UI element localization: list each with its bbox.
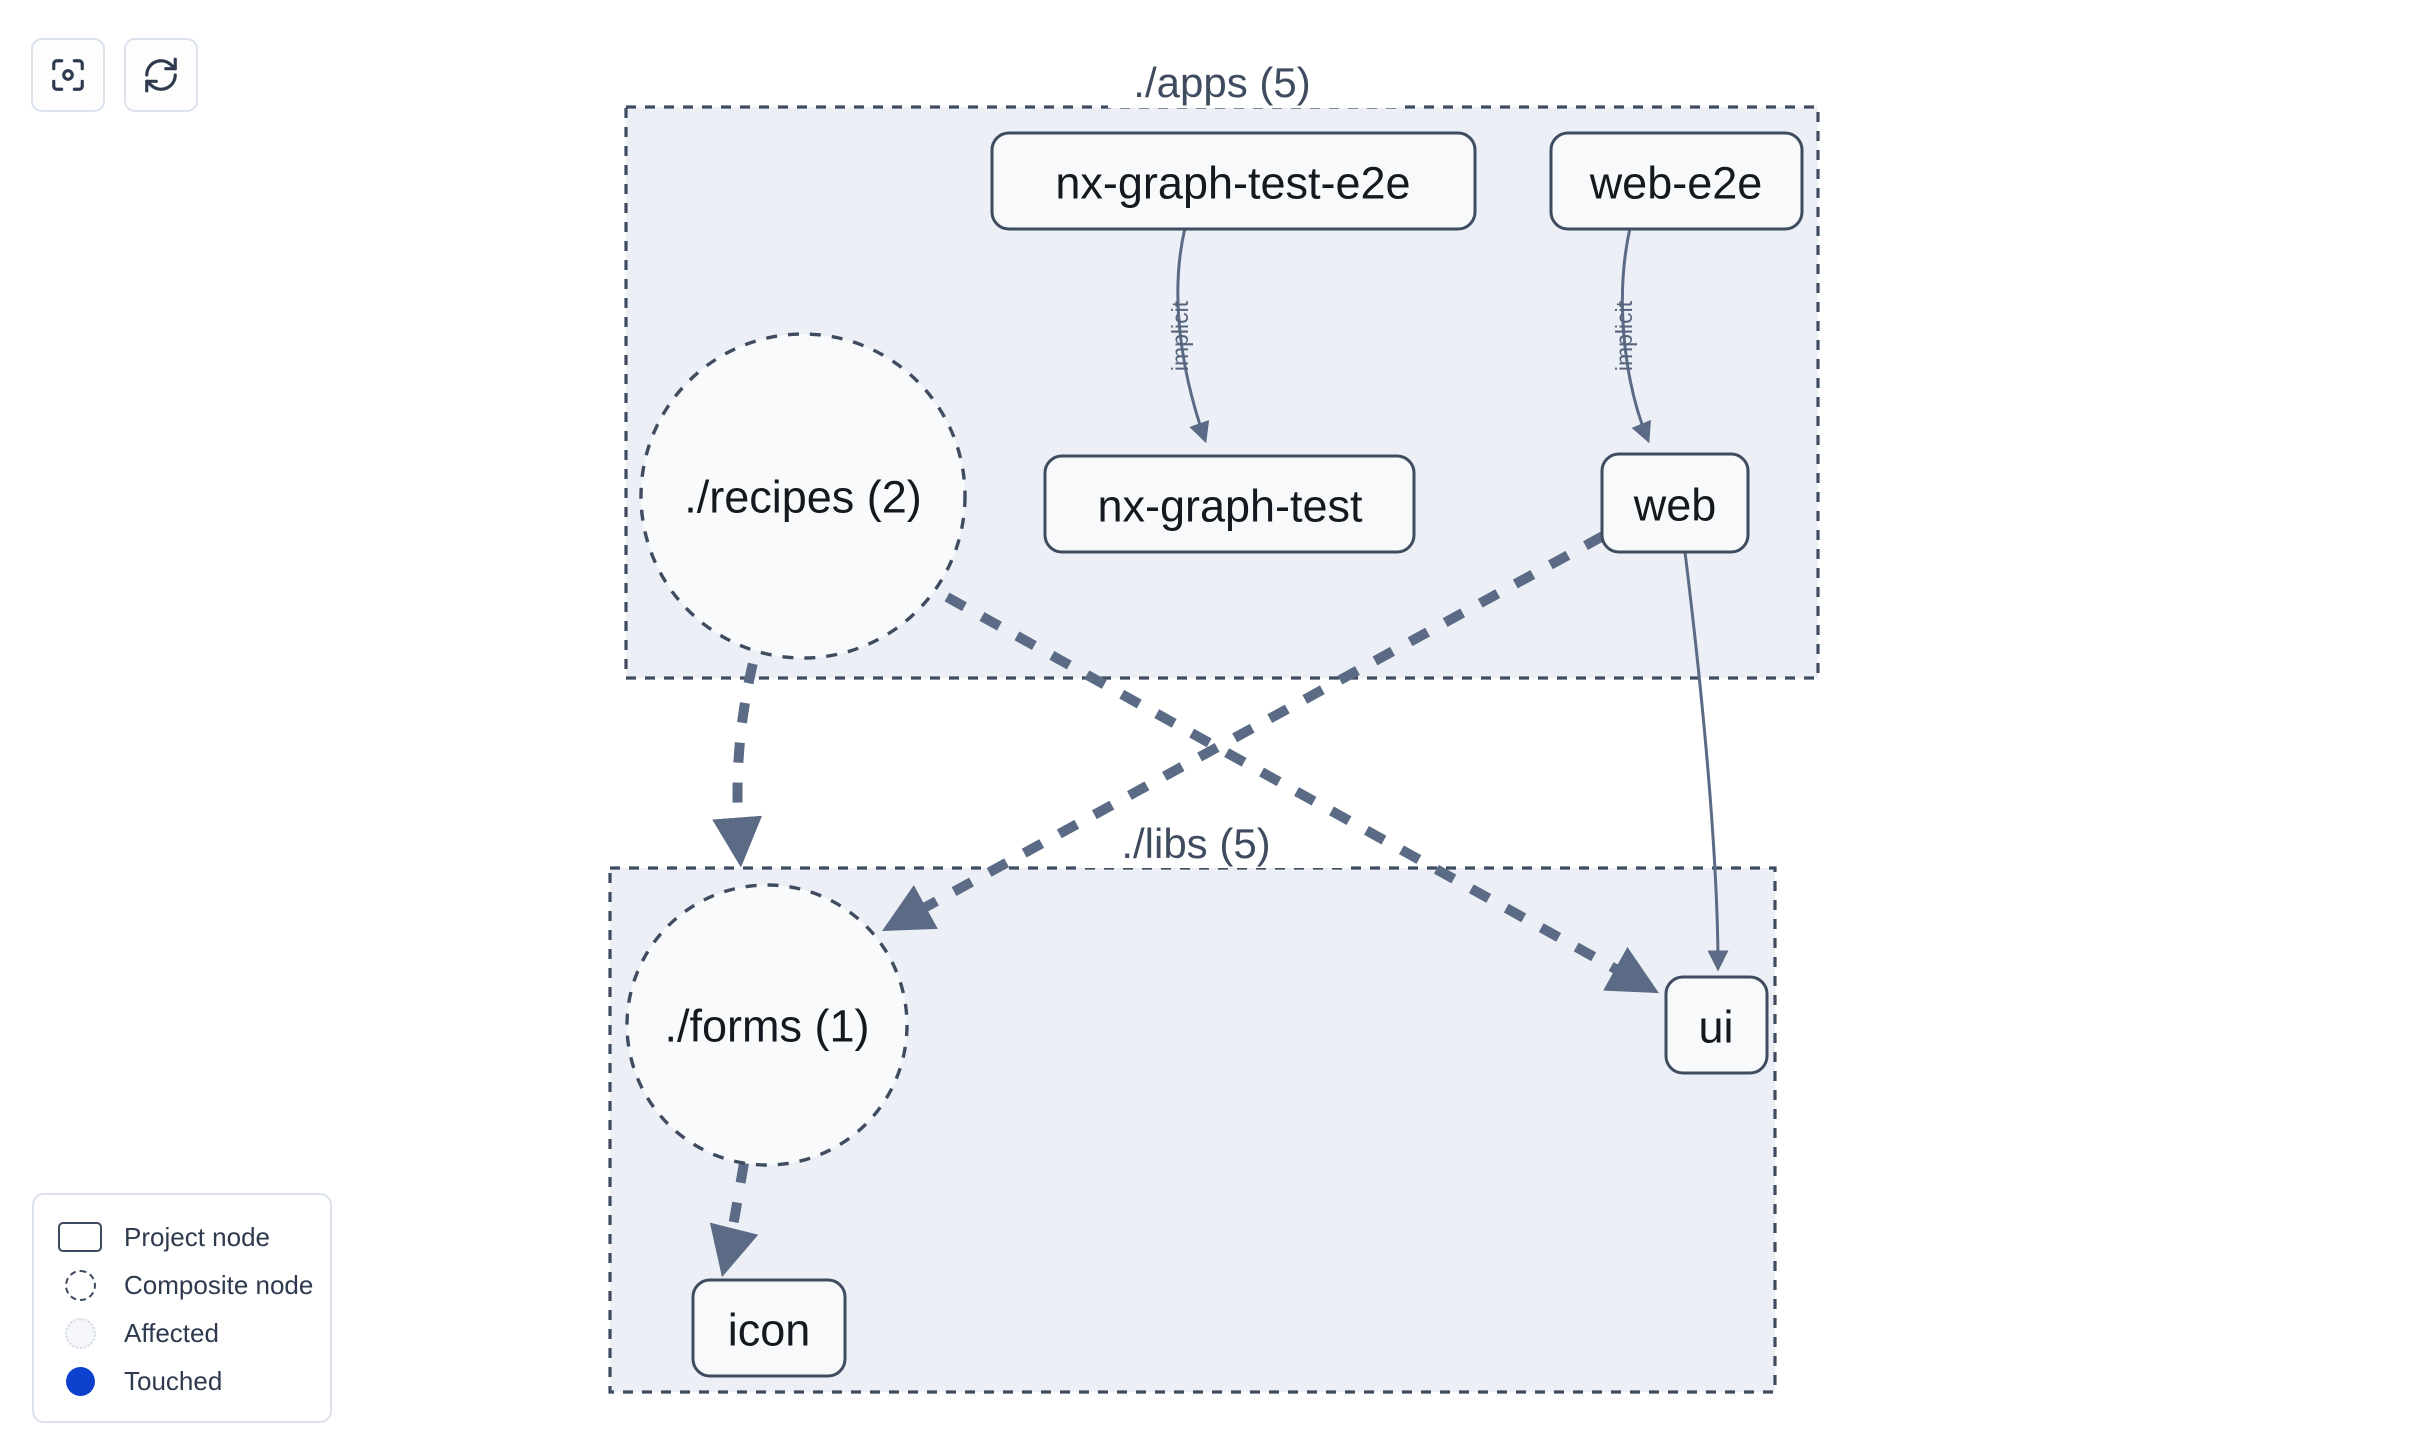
node-ui[interactable]: ui [1664,975,1769,1075]
node-nx-graph-test-e2e[interactable]: nx-graph-test-e2e [990,131,1477,231]
edge-forms-to-icon[interactable] [709,1162,759,1278]
edge-label-implicit-2: implicit [1611,300,1637,371]
graph-toolbar [31,38,198,112]
edge-web-e2e-to-web[interactable]: implicit [1611,227,1651,444]
legend-item-composite-node: Composite node [58,1261,314,1309]
edge-label-implicit-1: implicit [1167,300,1193,371]
node-forms-label: ./forms (1) [664,1001,869,1052]
edge-nx-graph-test-e2e-to-nx-graph-test[interactable]: implicit [1167,227,1210,444]
node-recipes[interactable]: ./recipes (2) [639,332,967,660]
composite-node-icon [58,1268,102,1302]
node-web[interactable]: web [1600,452,1750,554]
refresh-icon [142,56,180,94]
node-forms[interactable]: ./forms (1) [625,883,909,1167]
group-libs-label-backdrop [1080,812,1350,868]
legend-item-project-node: Project node [58,1213,310,1261]
touched-node-icon [58,1364,102,1398]
focus-target-icon [49,56,87,94]
node-nx-graph-test[interactable]: nx-graph-test [1043,454,1416,554]
node-ui-label: ui [1698,1002,1733,1053]
edge-recipes-to-forms[interactable] [712,623,768,868]
edge-recipes-to-ui[interactable] [944,592,1659,994]
node-nx-graph-test-label: nx-graph-test [1097,481,1363,532]
node-nx-graph-test-e2e-label: nx-graph-test-e2e [1055,158,1410,209]
legend-label-composite-node: Composite node [124,1269,314,1300]
group-libs-label: ./libs (5) [1121,820,1270,867]
node-icon-label: icon [728,1305,811,1356]
edge-web-to-ui[interactable] [1681,535,1729,972]
graph-legend: Project node Composite node Affected Tou… [32,1193,332,1423]
group-apps-label-backdrop [1108,52,1398,108]
node-icon[interactable]: icon [691,1278,847,1378]
legend-item-touched: Touched [58,1357,310,1405]
project-node-icon [58,1220,102,1254]
node-recipes-label: ./recipes (2) [684,472,922,523]
edge-web-to-forms[interactable] [882,531,1606,932]
refresh-graph-button[interactable] [124,38,198,112]
node-web-e2e[interactable]: web-e2e [1549,131,1804,231]
legend-item-affected: Affected [58,1309,310,1357]
focus-graph-button[interactable] [31,38,105,112]
node-web-label: web [1633,480,1717,531]
legend-label-affected: Affected [124,1317,219,1348]
node-web-e2e-label: web-e2e [1589,158,1763,209]
group-apps-label: ./apps (5) [1133,59,1310,106]
legend-label-project-node: Project node [124,1221,270,1252]
legend-label-touched: Touched [124,1365,223,1396]
affected-node-icon [58,1316,102,1350]
